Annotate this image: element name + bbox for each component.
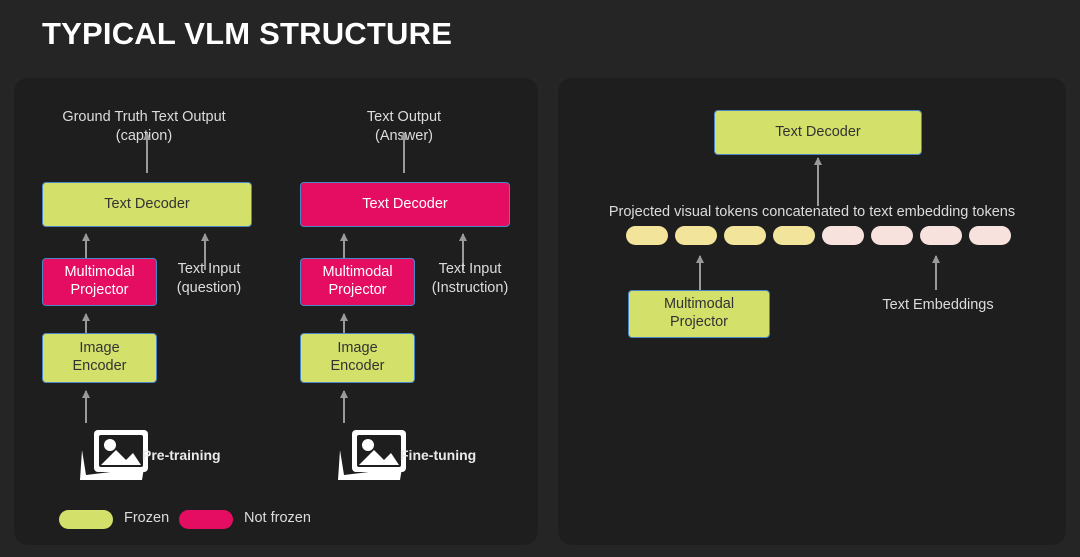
inference-text-decoder[interactable]: Text Decoder — [714, 110, 922, 155]
finetuning-image-encoder[interactable]: Image Encoder — [300, 333, 415, 383]
token-visual-3 — [724, 226, 766, 245]
arrow-finetuning-image-to-encoder — [343, 391, 345, 423]
tokens-caption: Projected visual tokens concatenated to … — [608, 204, 1016, 220]
token-visual-2 — [675, 226, 717, 245]
token-text-2 — [871, 226, 913, 245]
arrow-pretraining-projector-to-decoder — [85, 234, 87, 270]
legend-label-frozen: Frozen — [124, 510, 170, 526]
pretraining-output-label: Ground Truth Text Output (caption) — [62, 109, 226, 144]
left-panel: Ground Truth Text Output (caption) Text … — [14, 78, 538, 545]
legend-swatch-frozen — [59, 510, 113, 529]
pretraining-multimodal-projector[interactable]: Multimodal Projector — [42, 258, 157, 306]
legend-label-not-frozen: Not frozen — [244, 510, 311, 526]
legend-swatch-not-frozen — [179, 510, 233, 529]
arrow-tokens-to-decoder — [817, 158, 819, 206]
pretraining-image-encoder[interactable]: Image Encoder — [42, 333, 157, 383]
token-text-4 — [969, 226, 1011, 245]
page-title: TYPICAL VLM STRUCTURE — [42, 16, 453, 51]
token-text-1 — [822, 226, 864, 245]
arrow-finetuning-encoder-to-projector — [343, 314, 345, 344]
pretraining-photo-stack-icon — [76, 418, 156, 489]
finetuning-text-decoder[interactable]: Text Decoder — [300, 182, 510, 227]
arrow-pretraining-image-to-encoder — [85, 391, 87, 423]
text-embeddings-label: Text Embeddings — [882, 297, 994, 313]
finetuning-photo-stack-icon — [334, 418, 414, 489]
finetuning-stage-label: Fine-tuning — [400, 447, 477, 463]
arrow-pretraining-textinput-to-decoder — [204, 234, 206, 270]
token-visual-4 — [773, 226, 815, 245]
token-visual-1 — [626, 226, 668, 245]
arrow-finetuning-projector-to-decoder — [343, 234, 345, 270]
arrow-finetuning-decoder-to-output — [403, 133, 405, 173]
token-text-3 — [920, 226, 962, 245]
arrow-projector-to-tokens — [699, 256, 701, 290]
arrow-pretraining-decoder-to-output — [146, 133, 148, 173]
right-panel: Text Decoder Projected visual tokens con… — [558, 78, 1066, 545]
finetuning-text-input-label: Text Input (Instruction) — [431, 261, 509, 296]
pretraining-text-decoder[interactable]: Text Decoder — [42, 182, 252, 227]
finetuning-multimodal-projector[interactable]: Multimodal Projector — [300, 258, 415, 306]
arrow-pretraining-encoder-to-projector — [85, 314, 87, 344]
arrow-embeddings-to-tokens — [935, 256, 937, 290]
inference-multimodal-projector[interactable]: Multimodal Projector — [628, 290, 770, 338]
arrow-finetuning-textinput-to-decoder — [462, 234, 464, 270]
pretraining-text-input-label: Text Input (question) — [176, 261, 242, 296]
pretraining-stage-label: Pre-training — [142, 447, 221, 463]
